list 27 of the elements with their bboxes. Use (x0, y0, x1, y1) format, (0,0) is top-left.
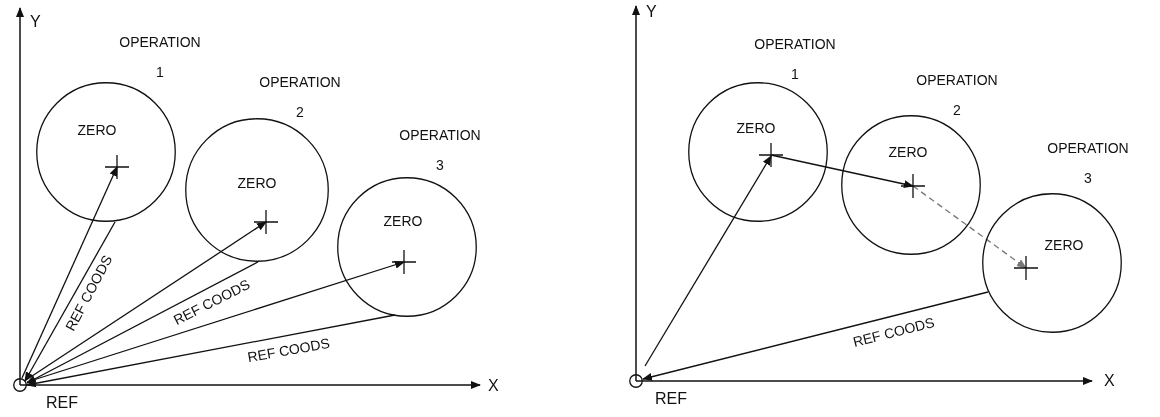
arrow (26, 261, 259, 384)
axis-label: Y (646, 2, 657, 22)
axis-label: Y (30, 12, 41, 32)
operation-label: OPERATION 2 (259, 73, 341, 122)
zero-label: ZERO (77, 121, 117, 140)
operation-label: OPERATION 3 (399, 126, 481, 175)
arrow (642, 291, 989, 381)
arrow (644, 155, 772, 367)
zero-label: ZERO (736, 119, 776, 138)
operation-label: OPERATION 1 (119, 33, 201, 82)
axis-label: X (1104, 371, 1115, 391)
arrow (26, 314, 396, 388)
arrow (21, 166, 118, 379)
zero-label: ZERO (888, 143, 928, 162)
arrow (26, 260, 405, 383)
arrow (25, 221, 267, 381)
axis-label: X (488, 376, 499, 396)
operation-label: OPERATION 3 (1047, 139, 1129, 188)
operation-label: OPERATION 1 (754, 35, 836, 84)
operation-label: OPERATION 2 (916, 71, 998, 120)
origin-label: REF (655, 389, 687, 409)
arrow (912, 185, 1027, 269)
arrow (24, 221, 116, 382)
zero-label: ZERO (383, 212, 423, 231)
zero-label: ZERO (1044, 236, 1084, 255)
zero-label: ZERO (237, 174, 277, 193)
origin-label: REF (46, 393, 78, 413)
